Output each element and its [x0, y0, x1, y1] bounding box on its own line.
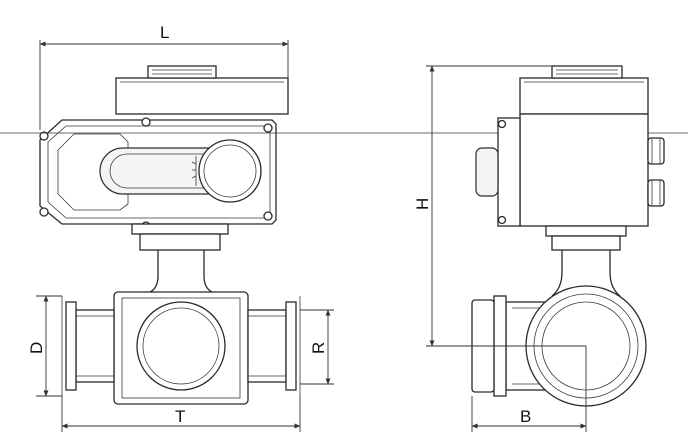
- dimension-label-D: D: [27, 342, 46, 354]
- dimension-R: R: [300, 309, 334, 385]
- dimension-T: T: [61, 396, 301, 432]
- dimension-label-R: R: [309, 342, 328, 354]
- side-top-cover: [519, 65, 649, 115]
- mounting-bracket: [131, 223, 229, 293]
- dimension-label-H: H: [413, 198, 432, 210]
- side-view: H B: [413, 65, 665, 432]
- dimension-label-B: B: [520, 407, 531, 426]
- dimension-D: D: [27, 295, 62, 397]
- dimension-label-L: L: [160, 23, 169, 42]
- actuator-top-cover: [115, 65, 289, 115]
- actuator-housing: [39, 117, 277, 231]
- dimension-H: H: [413, 65, 586, 347]
- dimension-label-T: T: [175, 407, 185, 426]
- front-view: L D R T: [27, 23, 334, 432]
- dimension-B: B: [471, 346, 587, 432]
- valve-body-front: [61, 291, 301, 405]
- side-actuator-body: [475, 113, 665, 227]
- dimension-L: L: [39, 23, 289, 130]
- side-bracket: [545, 225, 627, 297]
